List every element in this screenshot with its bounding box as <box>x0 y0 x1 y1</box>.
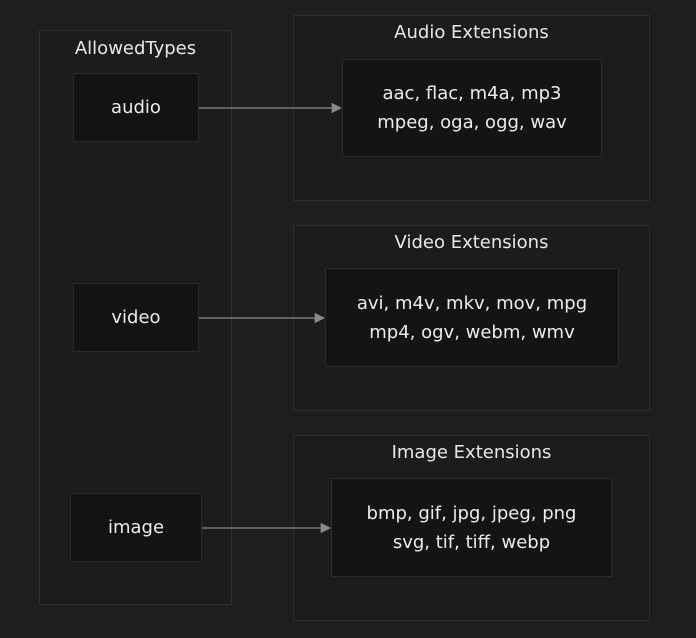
video-extensions-box: avi, m4v, mkv, mov, mpg mp4, ogv, webm, … <box>325 268 619 367</box>
video-extensions-line1: avi, m4v, mkv, mov, mpg <box>356 292 588 314</box>
image-extensions-line2: svg, tif, tiff, webp <box>392 531 551 553</box>
image-extensions-box: bmp, gif, jpg, jpeg, png svg, tif, tiff,… <box>331 478 612 577</box>
audio-node-label: audio <box>111 97 161 118</box>
video-extensions-line2: mp4, ogv, webm, wmv <box>369 321 575 343</box>
video-extensions-title: Video Extensions <box>394 232 549 253</box>
audio-extensions-line1: aac, flac, m4a, mp3 <box>382 83 562 104</box>
image-node: image <box>70 493 202 562</box>
video-node-label: video <box>111 307 161 328</box>
audio-node: audio <box>73 73 199 142</box>
audio-extensions-box: aac, flac, m4a, mp3 mpeg, oga, ogg, wav <box>342 59 602 157</box>
audio-extensions-title: Audio Extensions <box>394 22 549 43</box>
audio-extensions-line2: mpeg, oga, ogg, wav <box>377 112 567 133</box>
image-extensions-title: Image Extensions <box>391 442 552 463</box>
image-node-label: image <box>107 517 165 538</box>
image-extensions-line1: bmp, gif, jpg, jpeg, png <box>366 502 577 524</box>
video-node: video <box>73 283 199 352</box>
allowed-types-title: AllowedTypes <box>74 38 197 59</box>
